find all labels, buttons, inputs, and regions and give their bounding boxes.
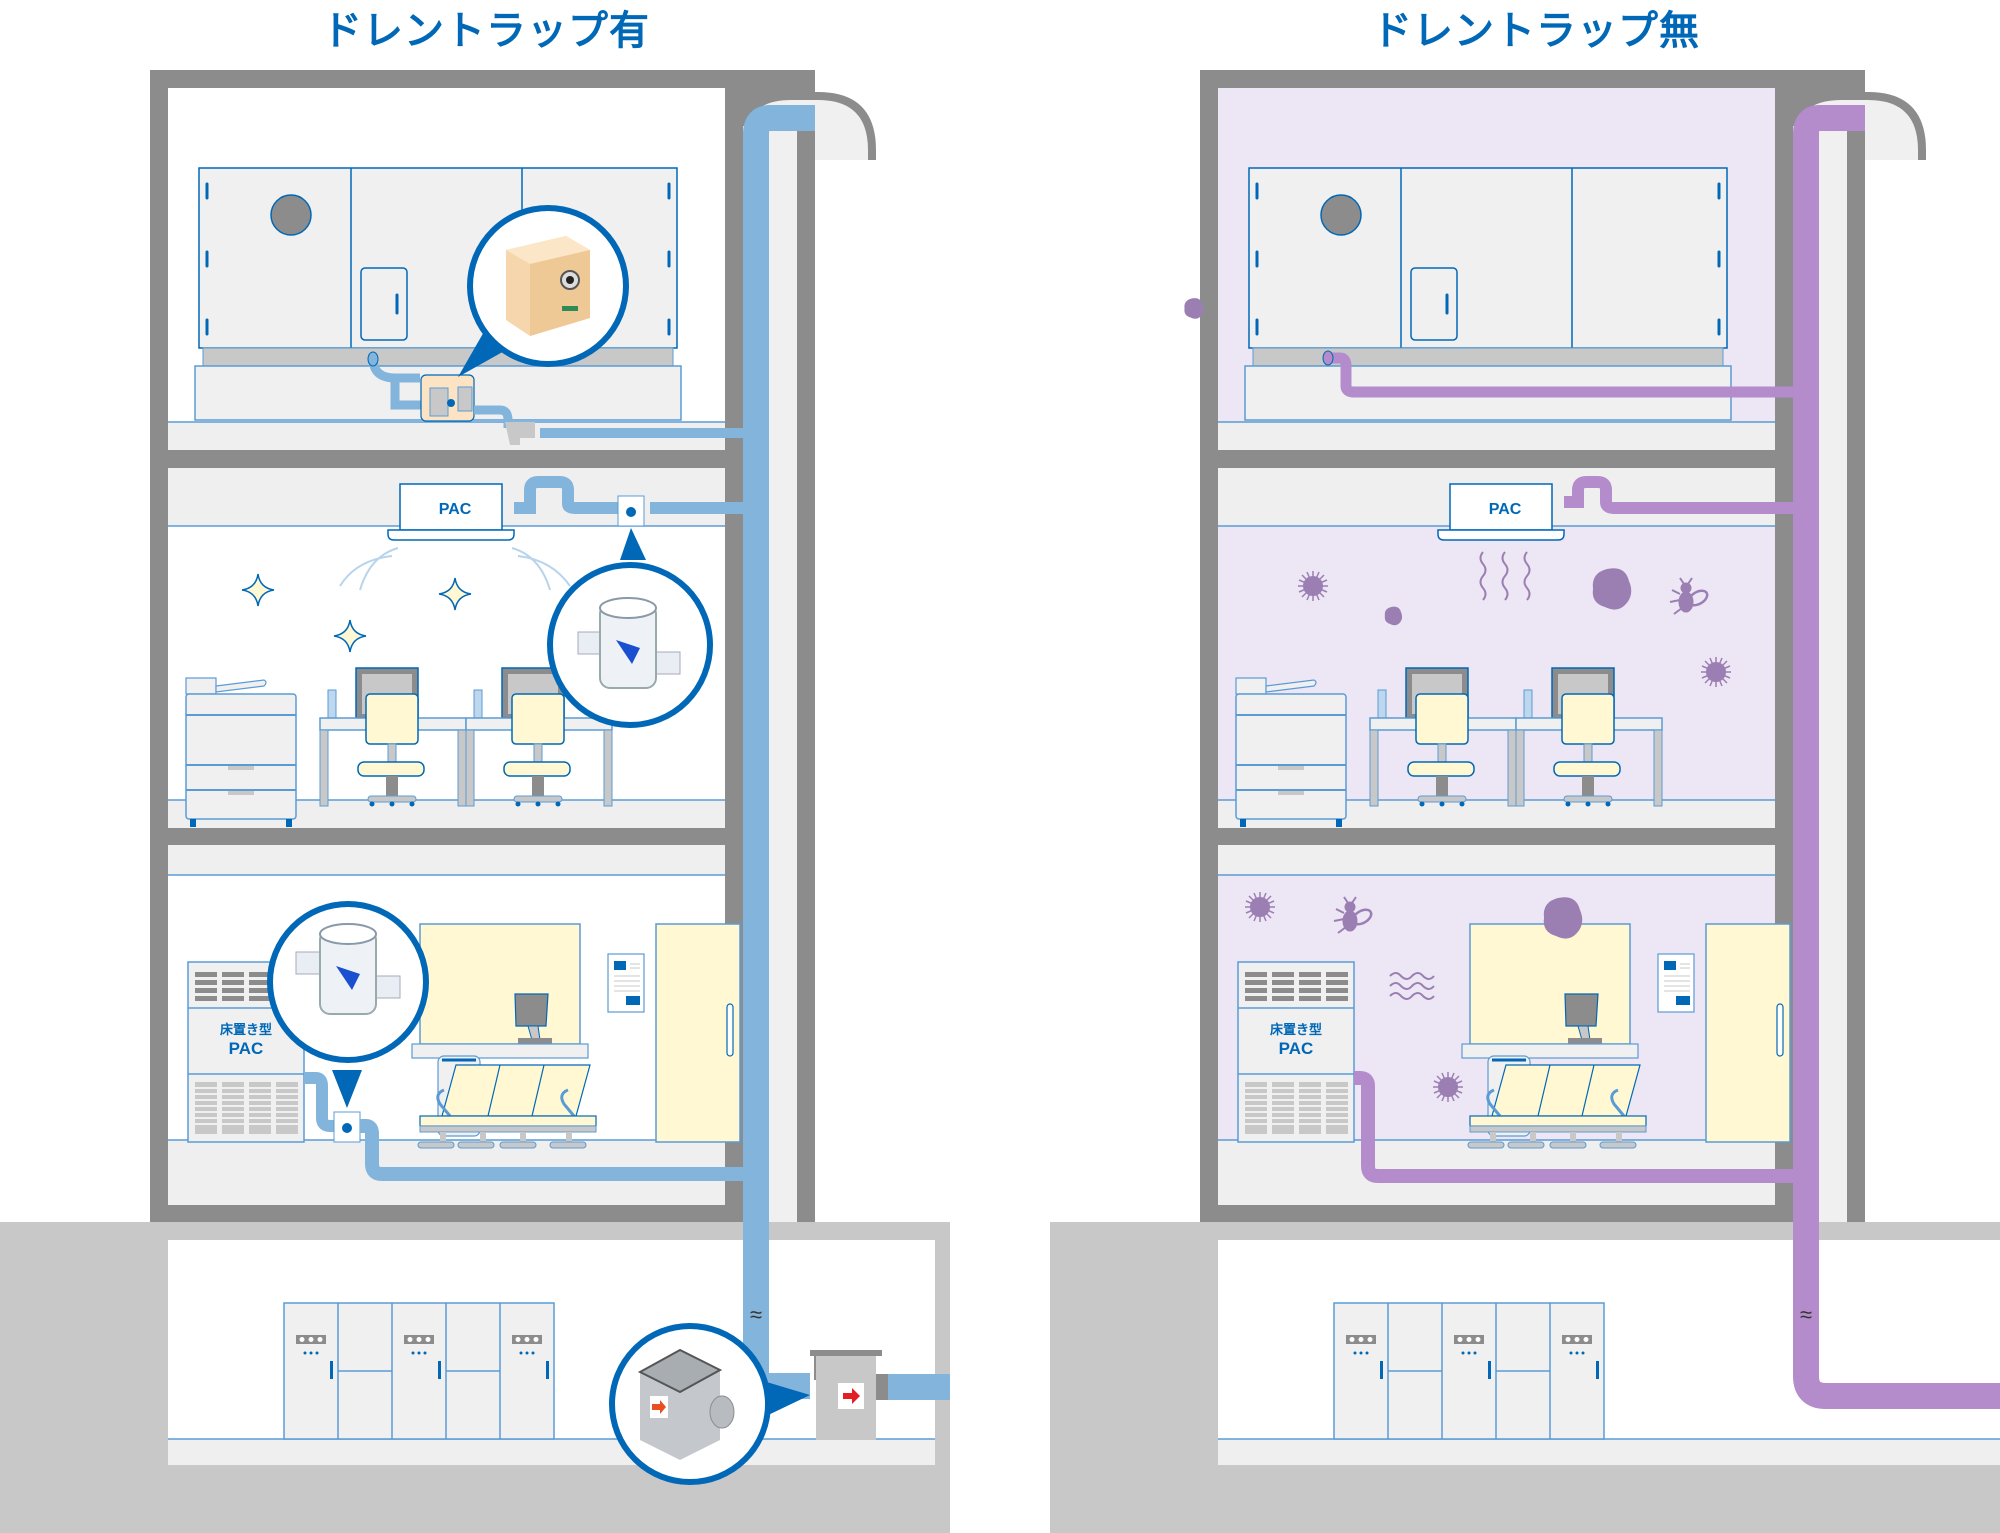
inline-drain-trap [333,1111,361,1143]
pipe-break-mark: ≈ [1800,1302,1812,1327]
drain-trap-box-installed [367,351,535,445]
dust-icon [1592,568,1632,610]
floor-drain-trap-box-installed [810,1350,950,1440]
virus-icon [1244,891,1276,923]
inline-drain-trap [617,495,645,527]
dust-icon [1184,298,1204,319]
copier [185,677,297,828]
panel-title-without-trap: ドレントラップ無 [1372,8,1700,54]
panel-title-with-trap: ドレントラップ有 [322,8,650,54]
callout-drain-trap-box [458,205,629,377]
pipe-break-mark: ≈ [750,1302,762,1327]
callout-clear-drain-trap [547,528,713,728]
dust-icon [1543,897,1583,939]
drain-riser-pipe [1793,105,2000,1409]
air-handling-unit [1243,166,1733,422]
pac-label: PAC [1489,501,1522,518]
electrical-panels [1333,1302,1605,1440]
odor-icon [1389,972,1435,1000]
floor-pac-label-2: PAC [229,1039,264,1058]
electrical-panels [283,1302,555,1440]
callout-clear-drain-trap [267,901,429,1108]
callout-floor-drain-trap-box [609,1323,810,1485]
panel-with-trap: PAC 床置き型 PAC [0,70,950,1533]
floor-pac-label-1: 床置き型 [220,1022,272,1037]
floor-pac-label-2: PAC [1279,1039,1314,1058]
odor-icon [1479,551,1531,601]
pac-label: PAC [439,501,472,518]
virus-icon [1432,1071,1464,1103]
copier [1235,677,1347,828]
reception-area [410,922,742,1150]
virus-icon [1700,656,1732,688]
reception-area [1460,922,1792,1150]
floor-pac-label-1: 床置き型 [1270,1022,1322,1037]
airflow-icon [339,547,571,591]
panel-without-trap: PAC 床置き型 PAC ≈ [1050,70,2000,1533]
dust-icon [1384,606,1403,626]
virus-icon [1297,570,1329,602]
